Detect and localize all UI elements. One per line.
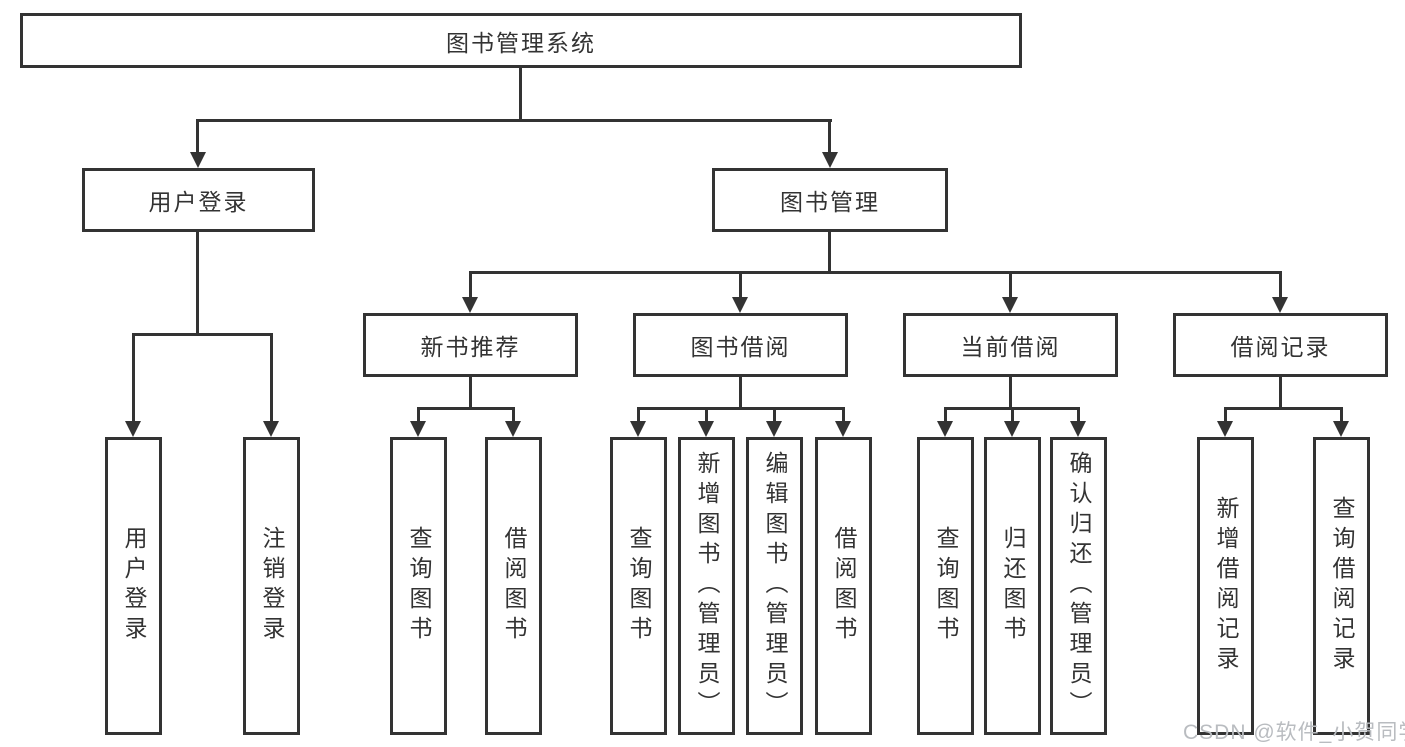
connector-line bbox=[739, 375, 742, 409]
arrow-down-icon bbox=[1004, 421, 1020, 437]
leaf-query-books-borrowing: 查询图书 bbox=[610, 437, 667, 735]
node-label: 借阅图书 bbox=[831, 526, 857, 646]
node-new-book-recommend: 新书推荐 bbox=[363, 313, 578, 377]
node-book-borrowing: 图书借阅 bbox=[633, 313, 848, 377]
leaf-query-books-current: 查询图书 bbox=[917, 437, 974, 735]
leaf-confirm-return-admin: 确认归还（管理员） bbox=[1050, 437, 1107, 735]
node-label: 查询图书 bbox=[626, 526, 652, 646]
leaf-borrow-books: 借阅图书 bbox=[815, 437, 872, 735]
connector-line bbox=[637, 407, 844, 410]
node-label: 归还图书 bbox=[1000, 526, 1026, 646]
connector-line bbox=[1340, 407, 1343, 423]
arrow-down-icon bbox=[263, 421, 279, 437]
node-book-management: 图书管理 bbox=[712, 168, 948, 232]
arrow-down-icon bbox=[1002, 297, 1018, 313]
connector-line bbox=[469, 271, 472, 301]
arrow-down-icon bbox=[1333, 421, 1349, 437]
node-library-system: 图书管理系统 bbox=[20, 13, 1022, 68]
node-label: 查询图书 bbox=[406, 526, 432, 646]
arrow-down-icon bbox=[766, 421, 782, 437]
node-label: 当前借阅 bbox=[960, 334, 1061, 360]
node-label: 查询图书 bbox=[933, 526, 959, 646]
connector-line bbox=[1279, 271, 1282, 301]
connector-line bbox=[196, 119, 832, 122]
leaf-logout: 注销登录 bbox=[243, 437, 300, 735]
node-label: 借阅记录 bbox=[1230, 334, 1331, 360]
node-current-borrowing: 当前借阅 bbox=[903, 313, 1118, 377]
connector-line bbox=[1009, 271, 1012, 301]
leaf-add-borrow-record: 新增借阅记录 bbox=[1197, 437, 1254, 735]
connector-line bbox=[469, 375, 472, 409]
connector-line bbox=[132, 333, 135, 421]
leaf-borrow-books-recommend: 借阅图书 bbox=[485, 437, 542, 735]
connector-line bbox=[1224, 407, 1227, 423]
node-user-login: 用户登录 bbox=[82, 168, 315, 232]
arrow-down-icon bbox=[410, 421, 426, 437]
arrow-down-icon bbox=[937, 421, 953, 437]
leaf-return-books: 归还图书 bbox=[984, 437, 1041, 735]
arrow-down-icon bbox=[462, 297, 478, 313]
node-label: 新增借阅记录 bbox=[1213, 496, 1239, 676]
connector-line bbox=[1077, 407, 1080, 423]
arrow-down-icon bbox=[835, 421, 851, 437]
connector-line bbox=[519, 66, 522, 120]
connector-line bbox=[828, 230, 831, 273]
connector-line bbox=[417, 407, 514, 410]
leaf-edit-books-admin: 编辑图书（管理员） bbox=[746, 437, 803, 735]
node-label: 用户登录 bbox=[121, 526, 147, 646]
arrow-down-icon bbox=[732, 297, 748, 313]
connector-line bbox=[469, 271, 1282, 274]
connector-line bbox=[196, 119, 199, 153]
csdn-watermark: CSDN @软件_小贺同学 bbox=[1183, 721, 1405, 744]
connector-line bbox=[417, 407, 420, 423]
arrow-down-icon bbox=[125, 421, 141, 437]
leaf-query-books-recommend: 查询图书 bbox=[390, 437, 447, 735]
connector-line bbox=[773, 407, 776, 423]
leaf-query-borrow-record: 查询借阅记录 bbox=[1313, 437, 1370, 735]
connector-line bbox=[1009, 375, 1012, 409]
node-label: 编辑图书（管理员） bbox=[762, 451, 788, 721]
arrow-down-icon bbox=[190, 152, 206, 168]
node-label: 确认归还（管理员） bbox=[1066, 451, 1092, 721]
connector-line bbox=[270, 333, 273, 421]
arrow-down-icon bbox=[1272, 297, 1288, 313]
arrow-down-icon bbox=[1217, 421, 1233, 437]
connector-line bbox=[132, 333, 272, 336]
node-label: 查询借阅记录 bbox=[1329, 496, 1355, 676]
node-label: 用户登录 bbox=[148, 189, 249, 215]
connector-line bbox=[828, 119, 831, 153]
arrow-down-icon bbox=[698, 421, 714, 437]
connector-line bbox=[512, 407, 515, 423]
node-label: 借阅图书 bbox=[501, 526, 527, 646]
node-label: 注销登录 bbox=[259, 526, 285, 646]
node-borrowing-records: 借阅记录 bbox=[1173, 313, 1388, 377]
arrow-down-icon bbox=[505, 421, 521, 437]
node-label: 图书管理 bbox=[780, 189, 880, 215]
connector-line bbox=[842, 407, 845, 423]
leaf-user-login: 用户登录 bbox=[105, 437, 162, 735]
arrow-down-icon bbox=[630, 421, 646, 437]
node-label: 新增图书（管理员） bbox=[694, 451, 720, 721]
node-label: 图书管理系统 bbox=[446, 29, 596, 56]
leaf-add-books-admin: 新增图书（管理员） bbox=[678, 437, 735, 735]
node-label: 新书推荐 bbox=[420, 334, 521, 360]
connector-line bbox=[705, 407, 708, 423]
connector-line bbox=[1011, 407, 1014, 423]
connector-line bbox=[1224, 407, 1342, 410]
connector-line bbox=[637, 407, 640, 423]
node-label: 图书借阅 bbox=[690, 334, 791, 360]
connector-line bbox=[196, 230, 199, 335]
arrow-down-icon bbox=[822, 152, 838, 168]
connector-line bbox=[739, 271, 742, 301]
arrow-down-icon bbox=[1070, 421, 1086, 437]
connector-line bbox=[944, 407, 947, 423]
connector-line bbox=[1279, 375, 1282, 409]
